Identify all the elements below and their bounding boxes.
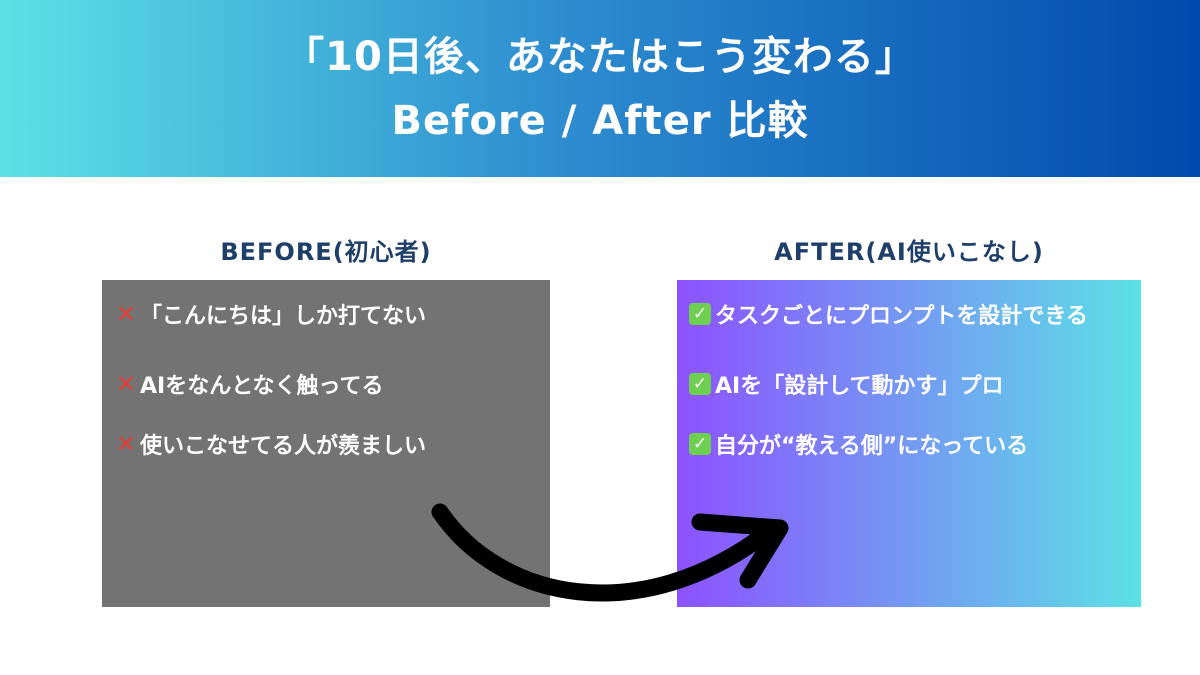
after-item: ✓ 自分が“教える側”になっている (689, 428, 1028, 460)
cross-icon: ✕ (115, 430, 137, 458)
after-item: ✓ タスクごとにプロンプトを設計できる (689, 298, 1088, 330)
header-banner: 「10日後、あなたはこう変わる」 Before / After 比較 (0, 0, 1200, 177)
cross-icon: ✕ (115, 300, 137, 328)
check-icon: ✓ (689, 303, 711, 325)
check-icon: ✓ (689, 373, 711, 395)
after-item: ✓ AIを「設計して動かす」プロ (689, 368, 1004, 400)
after-item-text: 自分が“教える側”になっている (715, 434, 1029, 459)
after-label: AFTER(AI使いこなし) (774, 238, 1044, 266)
before-item-text: 「こんにちは」しか打てない (140, 304, 427, 329)
before-label: BEFORE(初心者) (220, 238, 432, 266)
check-icon: ✓ (689, 433, 711, 455)
before-item-text: AIをなんとなく触ってる (140, 374, 384, 399)
cross-icon: ✕ (115, 370, 137, 398)
before-item: ✕ AIをなんとなく触ってる (114, 368, 384, 400)
after-item-text: AIを「設計して動かす」プロ (715, 374, 1004, 399)
after-panel: ✓ タスクごとにプロンプトを設計できる ✓ AIを「設計して動かす」プロ ✓ 自… (677, 280, 1141, 607)
before-panel: ✕ 「こんにちは」しか打てない ✕ AIをなんとなく触ってる ✕ 使いこなせてる… (102, 280, 550, 607)
before-item-text: 使いこなせてる人が羨ましい (140, 434, 427, 459)
after-item-text: タスクごとにプロンプトを設計できる (715, 304, 1088, 329)
before-item: ✕ 「こんにちは」しか打てない (114, 298, 426, 330)
title-line-2: Before / After 比較 (391, 97, 809, 144)
title-line-1: 「10日後、あなたはこう変わる」 (284, 33, 916, 80)
before-item: ✕ 使いこなせてる人が羨ましい (114, 428, 426, 460)
